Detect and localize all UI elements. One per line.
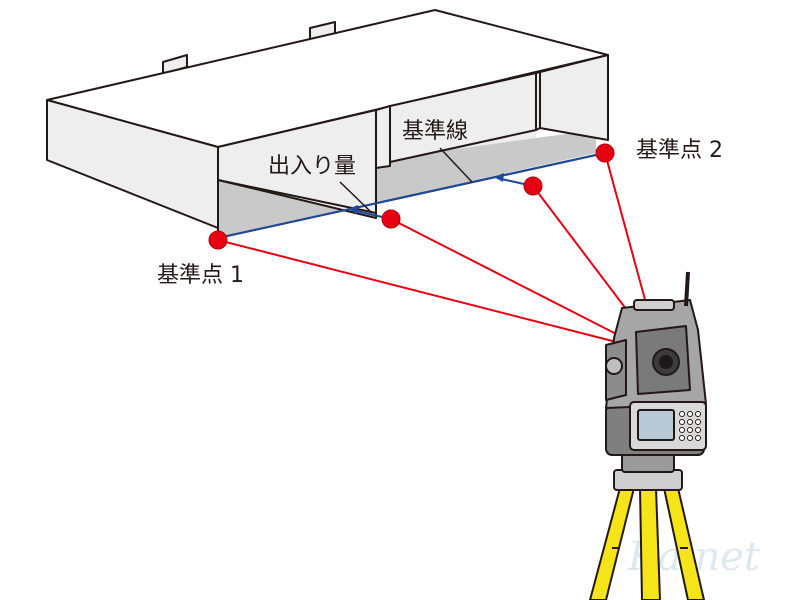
- reference-point-1-label: 基準点 1: [157, 263, 244, 288]
- reference-point-1-marker: [208, 230, 228, 250]
- reference-line-leader: [439, 147, 473, 183]
- instrument-handle: [633, 299, 675, 311]
- focus-knob: [605, 357, 623, 375]
- offset-arrow-1: [348, 205, 358, 214]
- antenna-icon: [684, 271, 690, 307]
- target-point-b-marker: [523, 176, 543, 196]
- offset-arrow-2: [494, 173, 504, 182]
- total-station-icon: [605, 271, 707, 456]
- sight-line-point-2: [604, 152, 651, 319]
- partition-1: [375, 105, 391, 169]
- sight-line-target-b: [532, 185, 643, 331]
- telescope-lens-inner: [659, 355, 673, 369]
- sight-line-target-a: [390, 218, 633, 343]
- sight-lines: [217, 152, 651, 346]
- offset-label: 出入り量: [268, 154, 356, 179]
- reference-line-label: 基準線: [402, 119, 468, 144]
- target-points: [208, 143, 615, 250]
- sight-line-point-1: [217, 239, 629, 346]
- tripod-icon: [589, 451, 705, 600]
- leader-lines: [339, 147, 473, 214]
- reference-line: [217, 152, 606, 239]
- floor-plane: [218, 130, 596, 238]
- building-structure: [46, 9, 609, 239]
- offset-leader: [339, 181, 373, 214]
- target-point-a-marker: [381, 209, 401, 229]
- tripod-leg-center: [639, 487, 661, 600]
- keypad-icon: [679, 411, 701, 441]
- display-screen: [637, 409, 675, 441]
- reference-point-2-marker: [595, 143, 615, 163]
- reference-point-2-label: 基準点 2: [636, 138, 723, 163]
